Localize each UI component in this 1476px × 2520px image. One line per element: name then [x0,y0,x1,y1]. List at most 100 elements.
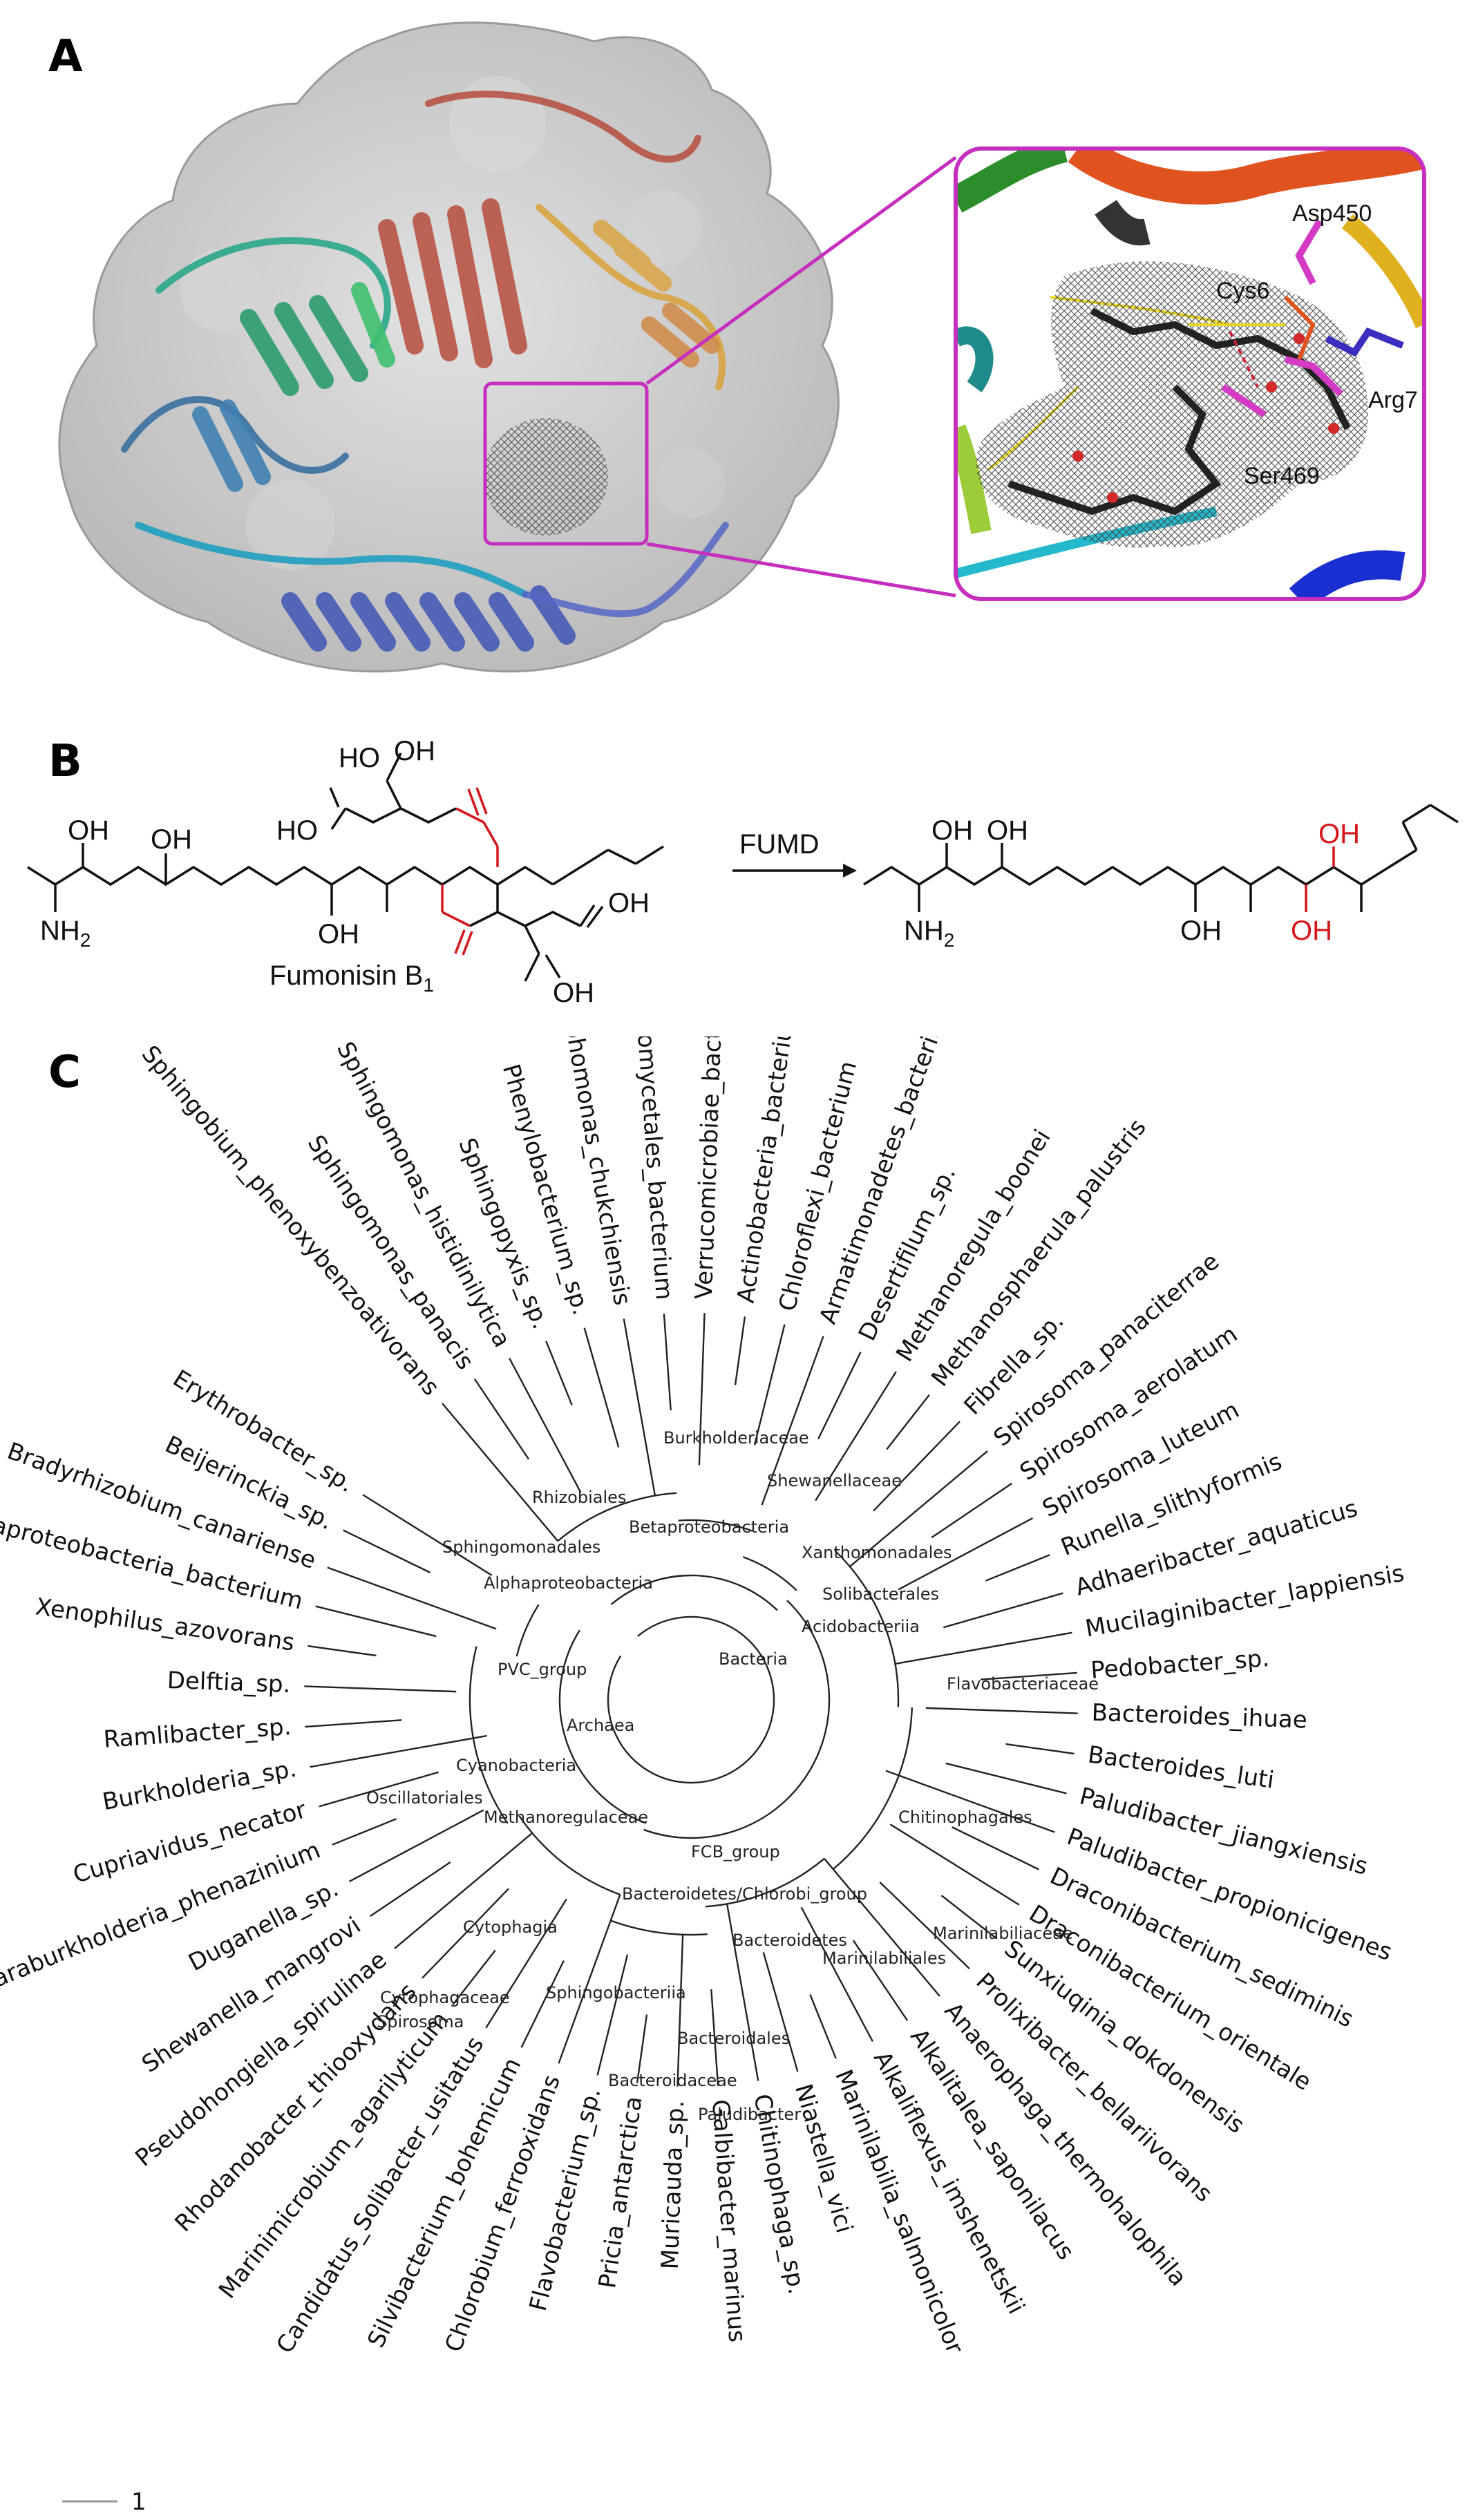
tree-branch [442,1403,559,1542]
node-label-sphingobacteriia: Sphingobacteriia [546,1983,686,2002]
enzyme-label: FUMD [739,829,820,860]
tricarballylic-side-chains [329,752,604,982]
reagent-name: Fumonisin B1 [269,960,434,996]
tree-branch [332,1818,397,1846]
tree-branch [873,1421,961,1512]
tree-branch [545,1340,573,1405]
tree-branch [734,1316,746,1385]
tree-branch [636,2014,648,2083]
product-oh-red-2: OH [1291,916,1332,946]
node-label-cyanobacteria: Cyanobacteria [456,1756,576,1775]
node-label-flavobacteriaceae: Flavobacteriaceae [947,1674,1099,1694]
residue-label-cys6: Cys6 [1216,278,1269,304]
tree-branch [343,1529,431,1573]
scale-bar: 1 [62,2488,146,2516]
tree-clade-arc [643,1600,831,1839]
tree-branch [394,1832,533,1949]
node-label-betaproteobacteria: Betaproteobacteria [629,1517,789,1537]
node-label-solibacterales: Solibacterales [822,1584,939,1604]
tree-branch [753,1324,786,1446]
tree-leaf-labels: Sphingobium_phenoxybenzoativoransSphingo… [0,1036,1406,2358]
tree-branch [509,1357,582,1493]
tree-branch [985,1554,1050,1582]
node-label-chitinophagales: Chitinophagales [898,1808,1032,1827]
tree-branch [452,1949,496,2006]
tree-branch [762,1951,799,2072]
tree-branch [726,1904,759,2081]
tree-clade-arc [832,1707,914,1870]
tree-leaf-label: Muricauda_sp. [656,2100,690,2270]
tree-branch [931,1482,1012,1539]
tree-branch [558,1894,621,2064]
node-label-archaea: Archaea [567,1716,634,1735]
node-label-acidobacteriia: Acidobacteriia [802,1617,920,1636]
panel-c-phylogenetic-tree: Sphingobium_phenoxybenzoativoransSphingo… [0,1036,1406,2516]
group-oh-1: OH [68,815,109,846]
internal-node-labels: Burkholderiaceae Shewanellaceae Rhizobia… [366,1428,1099,2124]
fumonisin-b1-structure [27,843,664,916]
tree-branch [1005,1743,1075,1755]
reaction-arrow: FUMD [732,829,857,878]
residue-label-ser469: Ser469 [1244,463,1320,489]
tree-branch [348,1809,484,1882]
tree-branch [885,1770,1055,1833]
tree-clade-arc [705,1857,825,1908]
residue-label-asp450: Asp450 [1292,200,1372,227]
node-label-methanoregulaceae: Methanoregulaceae [484,1808,648,1827]
tree-branch [315,1605,437,1638]
node-label-shewanellaceae: Shewanellaceae [767,1471,902,1490]
tree-branch [898,1517,1034,1591]
tree-branch [817,1352,862,1440]
node-label-marinilabiliales: Marinilabiliales [822,1949,946,1968]
tree-leaf-label: Delftia_sp. [167,1667,291,1698]
ligand-density-mesh [484,418,608,536]
node-label-paludibacter: Paludibacter [698,2105,801,2124]
tree-branch [520,1960,565,2048]
tree-branch [698,1313,706,1466]
tree-leaf-label: Ramlibacter_sp. [102,1713,292,1754]
node-label-oscillatoriales: Oscillatoriales [366,1788,483,1808]
group-ho-1: HO [339,743,380,773]
tree-branch [852,1940,909,2021]
tree-branch [886,1394,930,1450]
node-label-spirosoma: Spirosoma [377,2012,464,2031]
node-label-bacteroidales: Bacteroidales [677,2029,790,2048]
tree-branch [980,1671,1077,1680]
zoom-connector [483,155,957,598]
secondary-structure-cartoon [121,91,729,652]
node-label-alphaproteobacteria: Alphaproteobacteria [484,1573,653,1593]
residue-label-arg7: Arg7 [1368,387,1418,413]
group-nh2: NH2 [40,916,91,951]
product-oh-2: OH [987,815,1028,846]
active-site-inset: Asp450 Cys6 Arg7 Ser469 [954,146,1426,601]
tree-branch [951,1826,1039,1870]
panel-a-protein-structure: Asp450 Cys6 Arg7 Ser469 [58,21,1426,673]
tree-leaf-label: Bacteroides_ihuae [1091,1699,1307,1734]
tree-branch [485,1898,567,2029]
node-label-bacteroidetes-chlorobi: Bacteroidetes/Chlorobi_group [622,1884,867,1904]
tree-branch [945,1762,1067,1794]
group-oh-2: OH [151,824,192,855]
node-label-bacteroidetes: Bacteroidetes [732,1931,847,1950]
tree-branch [761,1336,824,1506]
tree-clade-arc [469,1646,509,1824]
tree-branch [422,1888,509,1979]
tree-leaf-label: Sphingobium_phenoxybenzoativorans [136,1041,445,1401]
scale-bar-label: 1 [131,2488,146,2516]
tree-clade-arc [557,1492,677,1542]
product-oh-3: OH [1180,916,1222,946]
tree-clade-arc [742,1556,797,1591]
tree-clade-arc [607,1616,775,1784]
panel-b-reaction-scheme: OH OH OH NH2 HO OH HO OH OH Fumonisin B1… [27,736,1459,1008]
tree-branch [895,1631,1072,1665]
node-label-cytophagaceae: Cytophagaceae [380,1988,510,2007]
node-label-bacteria: Bacteria [719,1649,788,1669]
ester-linkages [441,787,499,956]
group-ho-2: HO [276,815,318,846]
tree-branch [943,1592,1063,1629]
tree-leaf-label: Bacteroides_luti [1086,1741,1276,1794]
tree-clade-arc [610,1920,708,1936]
tree-branch [815,1371,897,1501]
tree-clade-arc [834,1550,900,1707]
tree-branch [305,1719,402,1728]
